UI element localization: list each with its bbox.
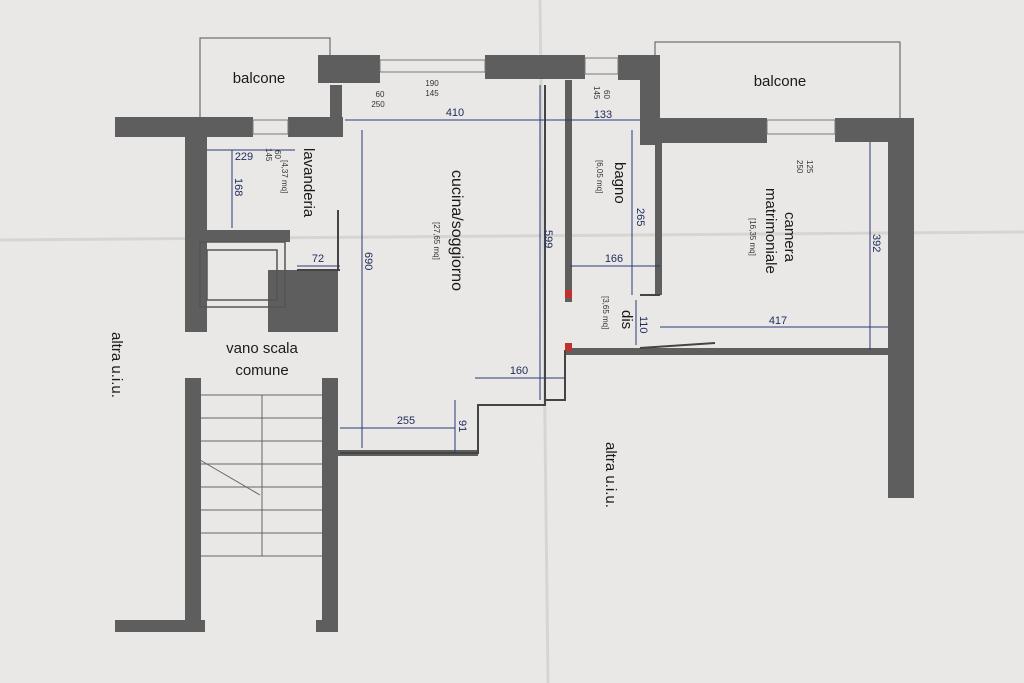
- dim-110: 110: [637, 316, 649, 334]
- vano-scala-label-2: comune: [235, 362, 288, 379]
- red-mark-bottom: [565, 343, 572, 351]
- win-cucina-center-top: 190: [425, 79, 439, 88]
- elevator: [199, 241, 286, 308]
- dis-area: [3,65 mq]: [601, 296, 610, 329]
- balcony-right-label: balcone: [754, 73, 807, 90]
- windows: [252, 57, 836, 135]
- partitions: [297, 85, 716, 454]
- balcony-left-label: balcone: [233, 70, 286, 87]
- win-cucina-center-bot: 145: [425, 89, 439, 98]
- dim-417: 417: [769, 315, 787, 327]
- red-mark-top: [565, 290, 572, 298]
- dim-255: 255: [397, 415, 415, 427]
- camera-area: [16,35 mq]: [748, 218, 757, 256]
- bagno-area: [6,05 mq]: [595, 160, 604, 193]
- dim-690: 690: [362, 252, 374, 270]
- stairs: [199, 394, 322, 557]
- balcony-outlines: [199, 37, 901, 118]
- win-camera-bot: 250: [795, 160, 804, 174]
- dim-168: 168: [232, 178, 244, 196]
- win-cucina-left-top: 60: [376, 90, 385, 99]
- bagno-label: bagno: [611, 162, 628, 204]
- lavanderia-label: lavanderia: [300, 148, 317, 218]
- dim-229: 229: [235, 151, 253, 163]
- dim-410: 410: [446, 107, 464, 119]
- cucina-label: cucina/soggiorno: [448, 170, 465, 291]
- dim-72: 72: [312, 253, 324, 265]
- cucina-area: [27,65 mq]: [432, 222, 441, 260]
- win-lavanderia-bot: 145: [264, 148, 273, 162]
- dis-label: dis: [618, 310, 635, 329]
- altra-uiu-center: altra u.i.u.: [602, 442, 619, 508]
- dim-599: 599: [542, 230, 554, 248]
- win-camera-top: 125: [805, 160, 814, 174]
- dim-166: 166: [605, 253, 623, 265]
- dim-265: 265: [634, 208, 646, 226]
- dimension-lines: [207, 85, 888, 453]
- lavanderia-area: [4,37 mq]: [280, 160, 289, 193]
- win-bagno-top: 60: [602, 90, 611, 99]
- dim-133: 133: [594, 109, 612, 121]
- altra-uiu-left: altra u.i.u.: [108, 332, 125, 398]
- dim-91: 91: [456, 420, 468, 432]
- dim-392: 392: [870, 234, 882, 252]
- camera-label-line2: matrimoniale: [762, 188, 779, 274]
- win-bagno-bot: 145: [592, 86, 601, 100]
- vano-scala-label: vano scala: [226, 340, 298, 357]
- camera-label-line1: camera: [781, 212, 798, 263]
- walls: [115, 55, 914, 632]
- dim-160: 160: [510, 365, 528, 377]
- win-cucina-left-bot: 250: [371, 100, 385, 109]
- win-lavanderia-top: 60: [273, 150, 282, 159]
